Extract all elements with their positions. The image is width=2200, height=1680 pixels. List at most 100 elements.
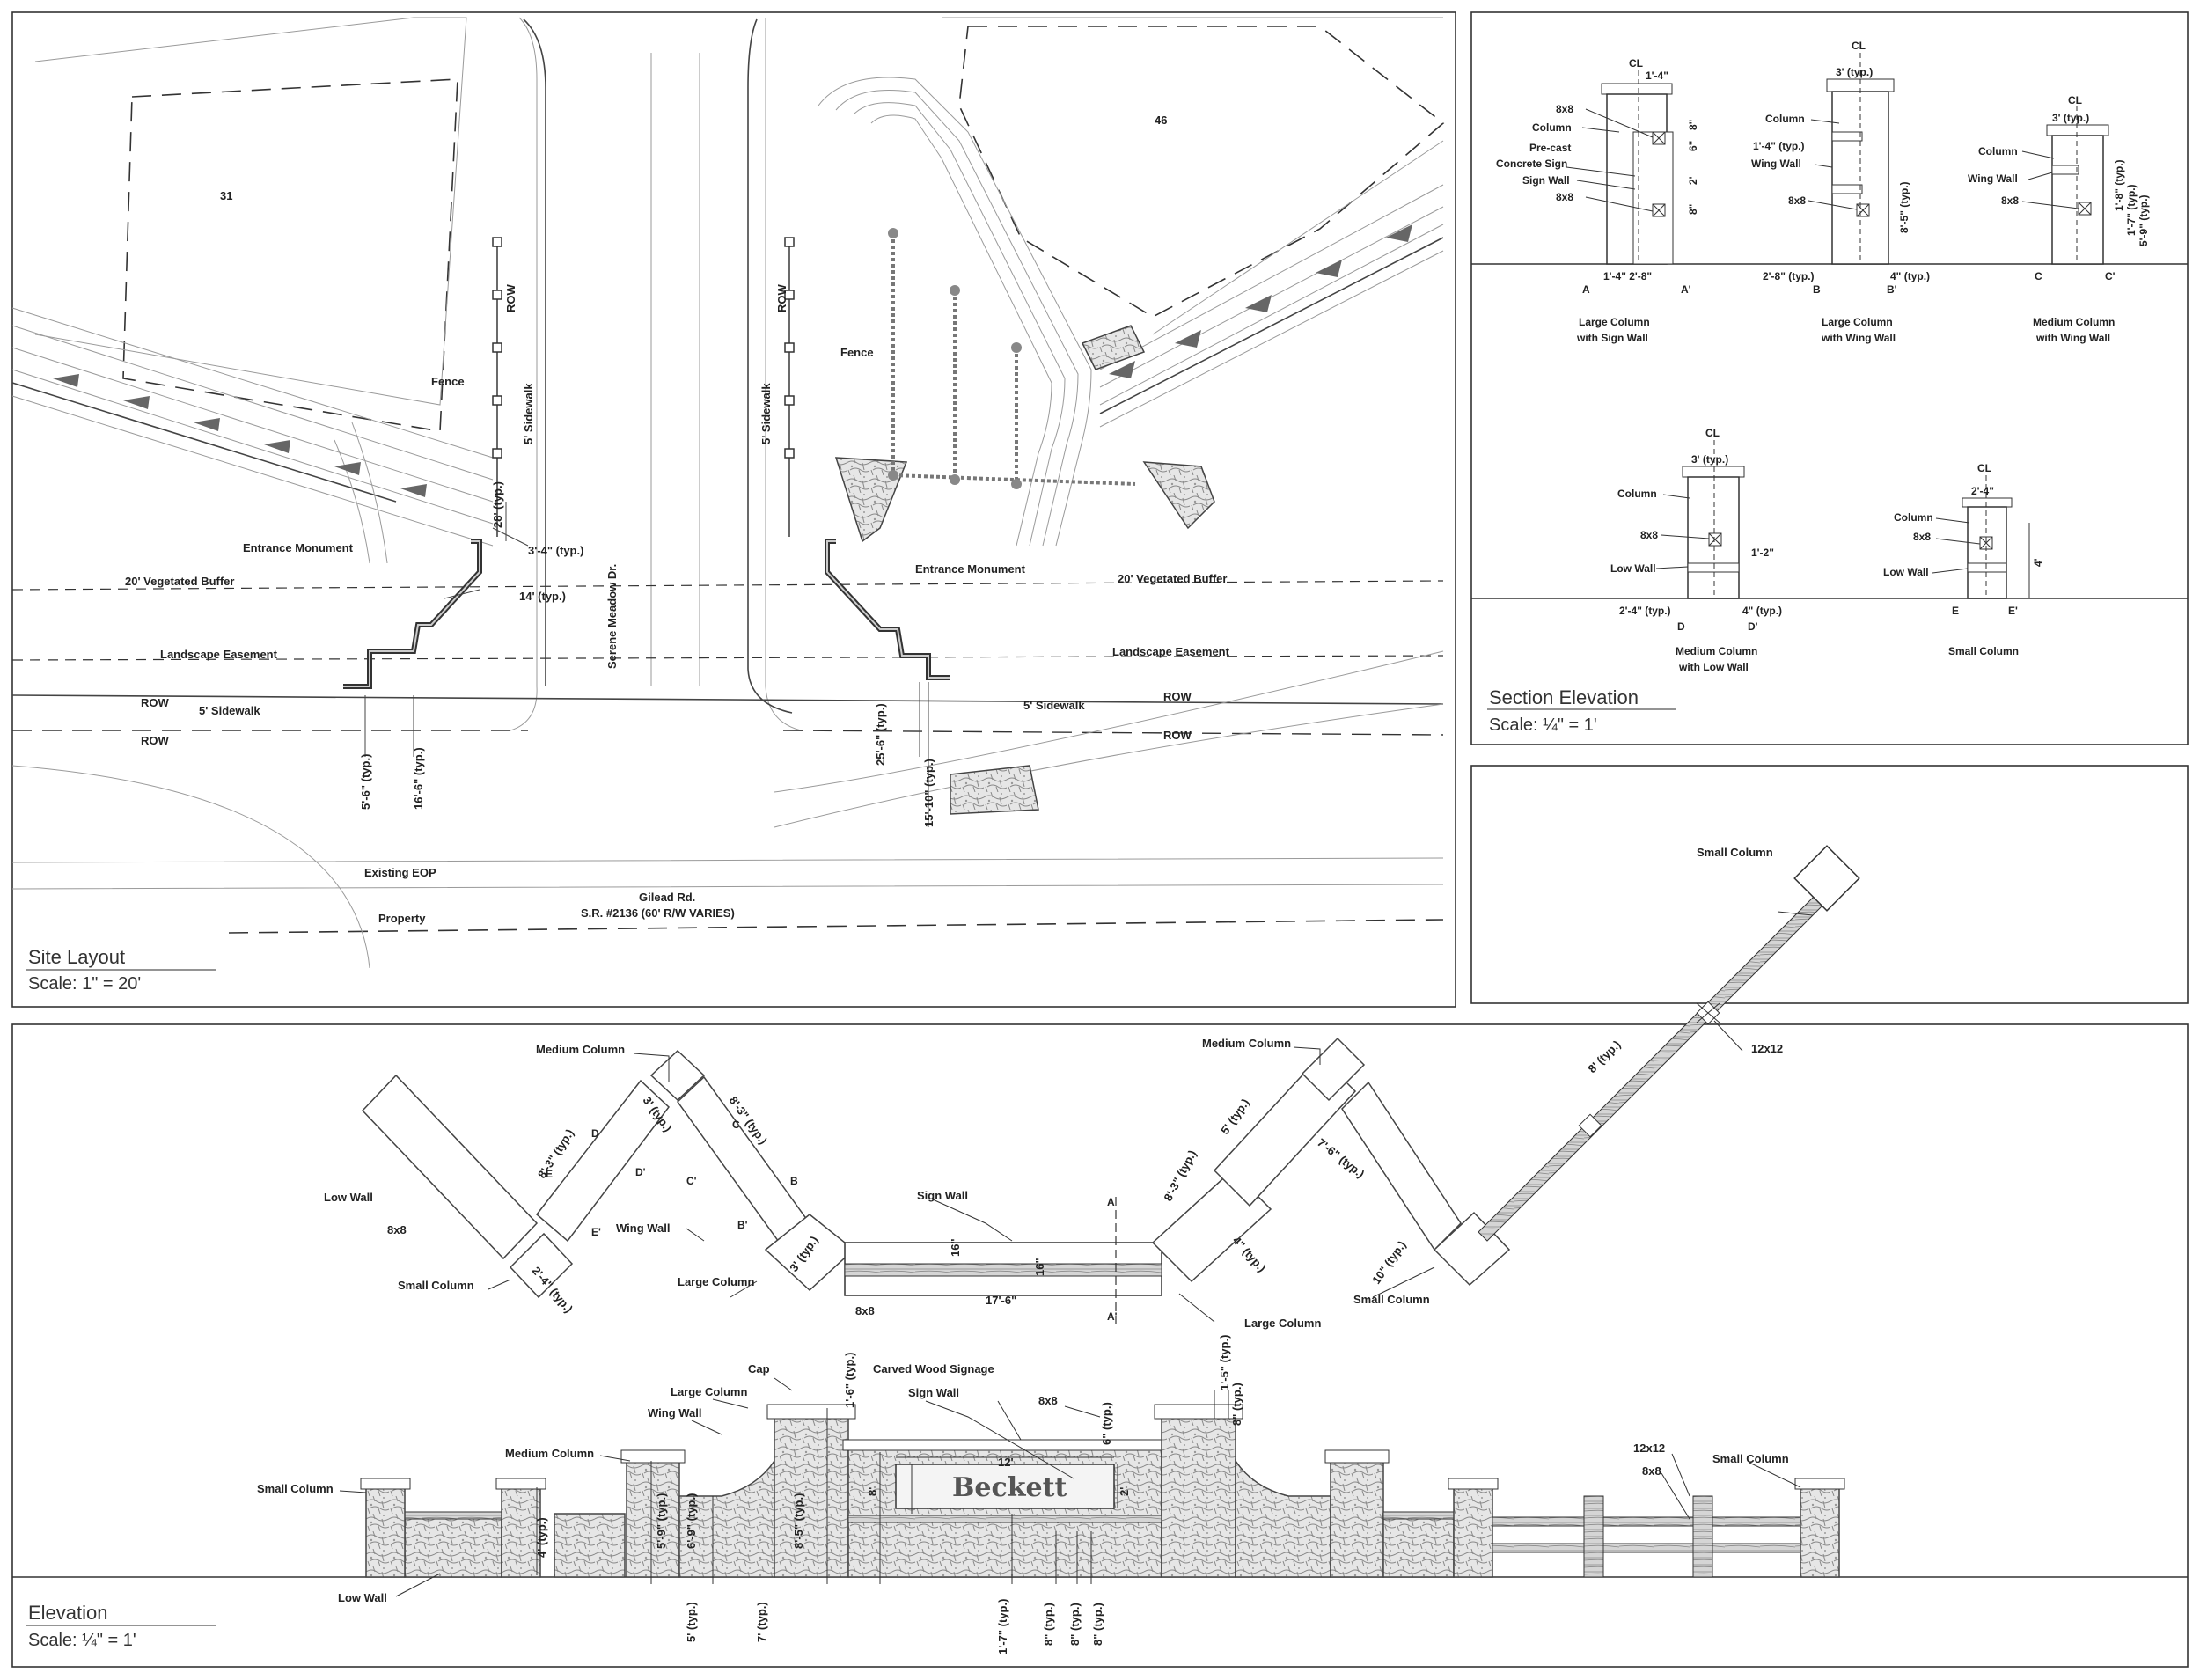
plan-wing-wall: Wing Wall	[616, 1221, 671, 1235]
elev-dim-6top: 6" (typ.)	[1100, 1402, 1113, 1445]
plan-sign-wall: Sign Wall	[917, 1189, 968, 1202]
sec-c-column: Column	[1978, 145, 2018, 158]
elevation-title: Elevation	[28, 1602, 108, 1624]
plan-mark-b2: B'	[737, 1219, 748, 1231]
sec-d-dim12: 1'-2"	[1751, 547, 1774, 559]
entrance-monument-left	[343, 539, 482, 689]
plan-elevation-frame	[1470, 765, 2189, 1004]
elev-dim-8: 8'	[866, 1487, 879, 1496]
sec-b-mark-b: B	[1813, 283, 1821, 296]
sec-d-caption2: with Low Wall	[1678, 661, 1749, 673]
elev-dim-12: 12'	[998, 1456, 1014, 1469]
elevation-view: Beckett Cap Large Column Wing Wall Mediu…	[12, 1335, 2188, 1654]
gilead-rd-label: Gilead Rd.	[639, 891, 695, 904]
landscape-bed-3	[1081, 325, 1146, 370]
sidewalk-label-v-right: 5' Sidewalk	[759, 383, 773, 444]
sidewalk-label-v-left: 5' Sidewalk	[522, 383, 535, 444]
sec-d-8x8: 8x8	[1640, 529, 1658, 541]
sec-d-lowwall: Low Wall	[1610, 562, 1656, 575]
sec-a-mark-a2: A'	[1681, 283, 1691, 296]
sec-a-cl: CL	[1629, 57, 1643, 70]
row-label-v-right: ROW	[775, 284, 788, 313]
sec-a-dimbottom: 1'-4" 2'-8"	[1603, 270, 1652, 282]
landscape-bed-4	[950, 765, 1039, 815]
plan-mark-b: B	[790, 1175, 798, 1187]
sec-a-caption2: with Sign Wall	[1576, 332, 1648, 344]
sec-a-mark-a: A	[1582, 283, 1590, 296]
plan-8x8-b: 8x8	[855, 1304, 875, 1317]
elev-dim-69: 6'-9" (typ.)	[685, 1493, 698, 1549]
sec-e-dim4: 4'	[2032, 558, 2044, 567]
elevation-scale: Scale: ¼" = 1'	[28, 1631, 136, 1650]
elev-medium-column: Medium Column	[505, 1447, 594, 1460]
sec-b-caption1: Large Column	[1822, 316, 1893, 328]
elev-sign-wall: Sign Wall	[908, 1386, 959, 1399]
plan-dim-16: 16"	[949, 1238, 962, 1257]
sec-b-cl: CL	[1852, 40, 1866, 52]
elev-8x8: 8x8	[1038, 1394, 1058, 1407]
sec-e-8x8: 8x8	[1913, 531, 1931, 543]
section-medium-wing: CL 3' (typ.) Column Wing Wall 8x8 1'-8" …	[1968, 94, 2150, 344]
elev-dim-15: 1'-5" (typ.)	[1218, 1335, 1231, 1390]
sec-b-column: Column	[1765, 113, 1805, 125]
section-small: CL 2'-4" Column 8x8 Low Wall 4' E E' Sma…	[1883, 462, 2044, 657]
plan-mark-a: A	[1107, 1196, 1115, 1208]
section-elevation-title: Section Elevation	[1489, 686, 1639, 708]
section-elevation-frame	[1470, 11, 2189, 745]
sidewalk-label-h-right: 5' Sidewalk	[1023, 699, 1085, 712]
sec-c-wingwall: Wing Wall	[1968, 172, 2018, 185]
elev-8x8-r: 8x8	[1642, 1464, 1661, 1478]
elev-dim-2: 2'	[1118, 1487, 1131, 1496]
sec-c-caption1: Medium Column	[2033, 316, 2115, 328]
sec-c-cl: CL	[2068, 94, 2082, 106]
section-elevation-scale: Scale: ¼" = 1'	[1489, 715, 1597, 735]
elev-wing-wall: Wing Wall	[648, 1406, 702, 1420]
sec-d-dim3: 3' (typ.)	[1691, 453, 1728, 466]
sec-b-caption2: with Wing Wall	[1821, 332, 1896, 344]
lot-31-label: 31	[220, 189, 232, 202]
sec-b-wingwall: Wing Wall	[1751, 158, 1801, 170]
fence-label-left: Fence	[431, 375, 465, 388]
row-label-h-right-1: ROW	[1163, 690, 1192, 703]
carved-sign-board	[895, 1464, 1115, 1509]
sec-a-dim14: 1'-4"	[1646, 70, 1668, 82]
elev-dim-8c: 8" (typ.)	[1091, 1603, 1104, 1646]
plan-medium-column-l: Medium Column	[536, 1043, 625, 1056]
plan-dim-83c: 8'-3" (typ.)	[1161, 1148, 1199, 1203]
landscape-bed-2	[1142, 461, 1215, 530]
existing-eop-label: Existing EOP	[364, 866, 436, 879]
landscape-easement-left: Landscape Easement	[160, 648, 278, 661]
plan-mark-e2: E'	[591, 1226, 601, 1238]
dim-14: 14' (typ.)	[519, 590, 566, 603]
plan-low-wall: Low Wall	[324, 1191, 373, 1204]
elevation-frame	[11, 1023, 2189, 1668]
entrance-monument-left-label: Entrance Monument	[243, 541, 354, 554]
sec-b-mark-b2: B'	[1887, 283, 1897, 296]
sec-a-caption1: Large Column	[1579, 316, 1650, 328]
sec-a-column: Column	[1532, 121, 1572, 134]
sec-c-dim59: 5'-9" (typ.)	[2138, 194, 2150, 246]
traffic-arrows-left	[53, 374, 427, 497]
plan-mark-d2: D'	[635, 1166, 646, 1178]
landscape-bed-1	[834, 457, 908, 543]
row-label-v-left: ROW	[504, 284, 517, 313]
sec-d-column: Column	[1617, 488, 1657, 500]
lot-46-label: 46	[1155, 114, 1167, 127]
plan-dim-8: 8' (typ.)	[1586, 1038, 1624, 1075]
plan-large-column-l: Large Column	[678, 1275, 754, 1288]
sec-a-precast2: Concrete Sign	[1496, 158, 1567, 170]
dim-28: 28' (typ.)	[491, 481, 504, 528]
traffic-arrows-right	[1109, 224, 1412, 378]
entrance-monument-right-label: Entrance Monument	[915, 562, 1026, 576]
sec-c-dim3: 3' (typ.)	[2052, 112, 2089, 124]
fence-label-right: Fence	[840, 346, 874, 359]
elev-cap: Cap	[748, 1362, 770, 1376]
sec-e-column: Column	[1894, 511, 1933, 524]
dim-16-6: 16'-6" (typ.)	[412, 747, 425, 810]
sec-e-lowwall: Low Wall	[1883, 566, 1929, 578]
row-label-h-left-1: ROW	[141, 696, 170, 709]
sec-b-8x8: 8x8	[1788, 194, 1806, 207]
elev-dim-4: 4' (typ.)	[535, 1517, 548, 1558]
plan-dim-4: 4" (typ.)	[1230, 1234, 1269, 1274]
